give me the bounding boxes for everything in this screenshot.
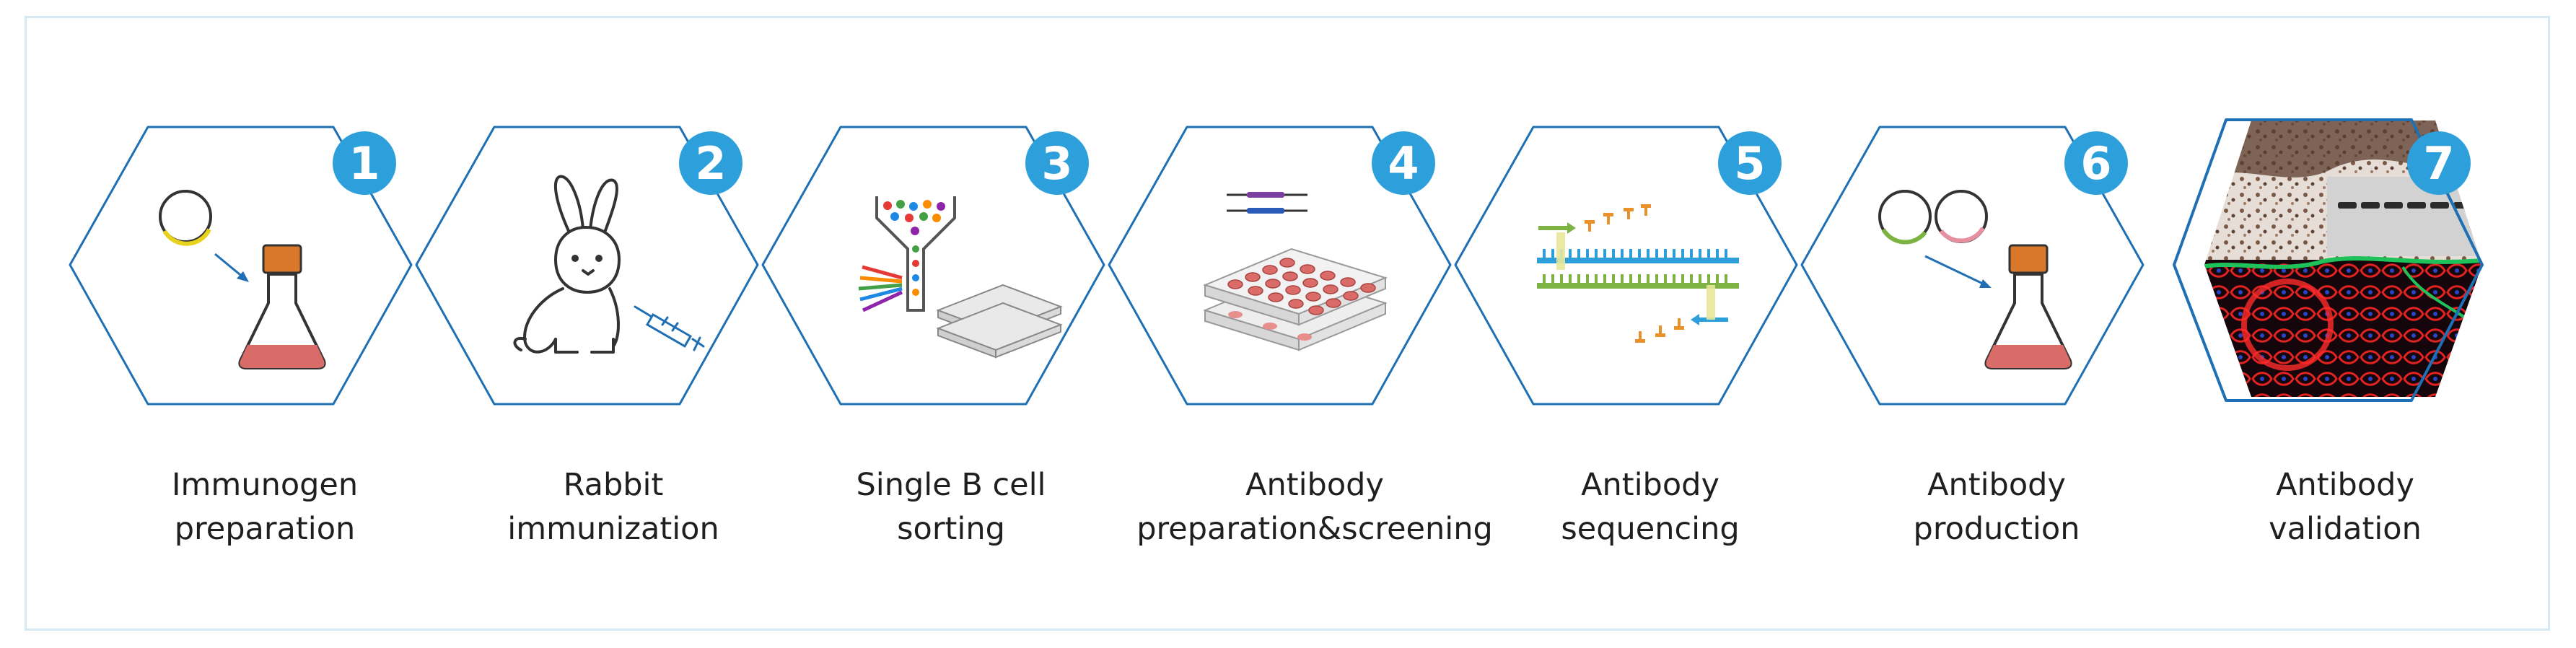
step-5: 5 Antibody sequencing [1454,126,1798,547]
step-2-badge: 2 [679,131,742,195]
culture-plates-icon [1203,192,1388,351]
step-5-hexagon [1454,126,1798,406]
step-6-hexagon [1800,126,2145,406]
step-6-label-line1: Antibody [1927,467,2066,503]
step-1-number: 1 [349,137,380,190]
step-4-number: 4 [1388,137,1419,190]
step-3-hexagon [761,126,1105,406]
step-4: 4 Antibody preparation&screening [1108,126,1493,547]
step-5-label-line1: Antibody [1581,467,1719,503]
step-7-badge: 7 [2407,131,2471,195]
plasmid-flask-icon [159,190,326,369]
step-3: 3 Single B cell sorting [761,126,1105,547]
step-3-badge: 3 [1025,131,1089,195]
step-6-number: 6 [2080,137,2111,190]
step-2-label-line2: immunization [507,511,719,547]
step-1-badge: 1 [333,131,396,195]
step-6: 6 Antibody production [1800,126,2145,547]
step-2-number: 2 [695,137,726,190]
step-1-hexagon [69,126,413,406]
step-1: 1 Immunogen preparation [69,126,413,547]
step-2-label-line1: Rabbit [564,467,664,503]
step-7-label-line2: validation [2269,511,2422,547]
step-3-label-line2: sorting [897,511,1005,547]
plasmids-flask-icon [1878,190,2072,369]
step-2: 2 Rabbit immunization [415,126,759,547]
step-4-label-line2: preparation&screening [1136,511,1493,547]
step-7: 7 Antibody validation [2173,118,2484,547]
step-4-label-line1: Antibody [1245,467,1384,503]
step-2-hexagon [415,126,759,406]
step-3-label-line1: Single B cell [856,467,1046,503]
step-7-label-line1: Antibody [2276,467,2414,503]
step-6-badge: 6 [2064,131,2128,195]
step-3-number: 3 [1041,137,1072,190]
step-1-label-line1: Immunogen [172,467,358,503]
dna-sequencing-icon [1537,204,1739,343]
step-6-label-line2: production [1914,511,2080,547]
rabbit-syringe-icon [513,175,621,354]
step-5-badge: 5 [1718,131,1782,195]
step-1-label-line2: preparation [175,511,356,547]
step-7-number: 7 [2423,137,2454,190]
step-5-label-line2: sequencing [1561,511,1739,547]
step-4-badge: 4 [1372,131,1435,195]
step-5-number: 5 [1734,137,1765,190]
step-7-hexagon [2173,118,2484,402]
cell-sorter-icon [858,196,1063,359]
syringe-icon [634,305,705,351]
step-4-hexagon [1108,126,1452,406]
